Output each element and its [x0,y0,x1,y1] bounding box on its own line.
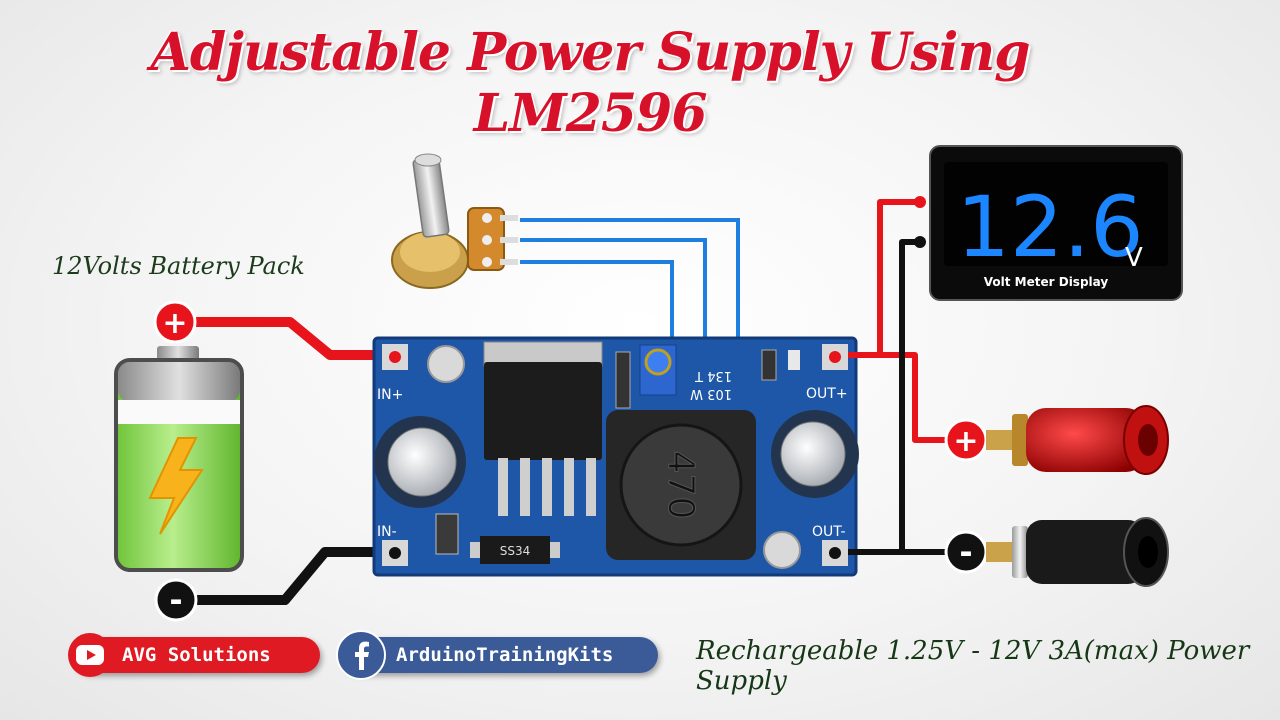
black-banana-jack-icon [986,517,1169,587]
wire-output-positive [848,199,965,443]
svg-text:IN+: IN+ [377,387,403,403]
svg-text:134 T: 134 T [695,368,732,383]
svg-text:OUT+: OUT+ [806,386,848,402]
svg-text:-: - [959,533,972,571]
svg-text:+: + [162,306,187,341]
battery-label: 12Volts Battery Pack [52,252,305,280]
youtube-badge[interactable]: AVG Solutions [68,633,320,677]
voltmeter-positive-lead [914,196,926,208]
svg-text:Volt Meter Display: Volt Meter Display [984,275,1109,289]
svg-text:-: - [169,581,182,619]
svg-text:V: V [1125,243,1143,273]
battery-icon [114,346,244,572]
svg-text:103 W: 103 W [690,386,732,401]
svg-text:OUT-: OUT- [812,524,846,540]
svg-text:SS34: SS34 [500,544,531,558]
voltmeter-negative-lead [914,236,926,248]
battery-plus-icon: + [153,300,197,344]
voltmeter-display: 12.6 V Volt Meter Display [929,145,1183,301]
wire-battery-negative [178,547,395,605]
facebook-label: ArduinoTrainingKits [396,644,614,666]
wire-potentiometer [520,218,740,345]
facebook-badge[interactable]: ArduinoTrainingKits [336,630,658,680]
svg-text:IN-: IN- [377,524,397,540]
wire-battery-positive [178,317,395,360]
potentiometer-icon [391,153,518,289]
youtube-icon [68,633,112,677]
lm2596-board: IN+ IN- OUT+ OUT- 134 T 103 W 470 SS34 [372,336,859,577]
svg-text:+: + [953,424,978,459]
output-plus-icon: + [944,418,988,462]
svg-text:470: 470 [660,451,701,520]
svg-text:12.6: 12.6 [956,178,1143,276]
supply-description: Rechargeable 1.25V - 12V 3A(max) Power S… [696,636,1250,696]
facebook-icon [336,630,386,680]
page-title: Adjustable Power Supply Using LM2596 [150,22,1030,144]
red-banana-jack-icon [986,405,1169,475]
youtube-label: AVG Solutions [122,644,271,666]
battery-minus-icon: - [154,578,198,622]
output-minus-icon: - [944,530,988,574]
